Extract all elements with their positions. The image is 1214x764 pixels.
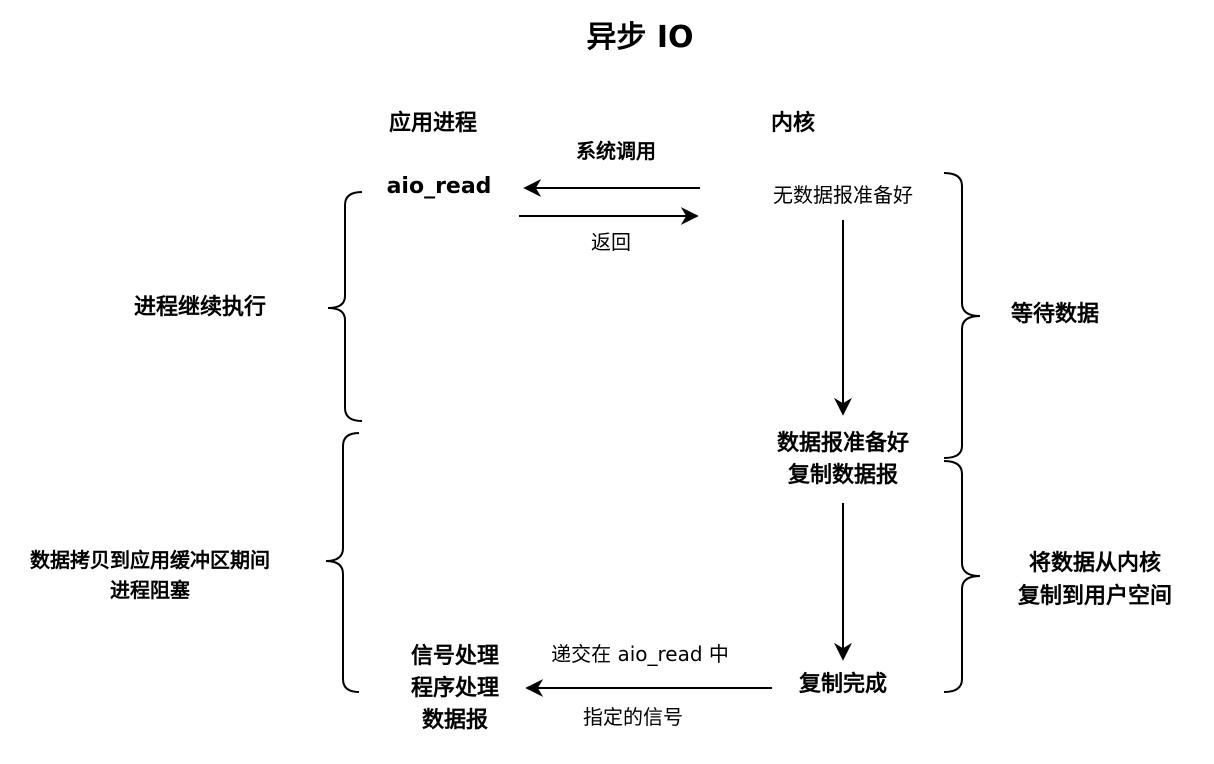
left-brace-continue — [327, 191, 363, 422]
blocked-line-1: 数据拷贝到应用缓冲区期间 — [30, 548, 270, 572]
process-continues-label: 进程继续执行 — [133, 295, 266, 320]
signal-handler-block: 信号处理 程序处理 数据报 — [385, 641, 525, 737]
no-datagram-ready: 无数据报准备好 — [773, 183, 913, 207]
left-brace-blocked — [325, 432, 360, 693]
wait-for-data-label: 等待数据 — [1010, 302, 1099, 327]
aio-read-call: aio_read — [386, 174, 492, 199]
ready-line-2: 复制数据报 — [787, 463, 898, 488]
copy-complete: 复制完成 — [798, 672, 887, 697]
kernel-header: 内核 — [770, 111, 815, 136]
copy-line-2: 复制到用户空间 — [1017, 584, 1172, 609]
handler-line-1: 信号处理 — [410, 644, 499, 669]
app-process-header: 应用进程 — [388, 111, 477, 136]
diagram-title: 异步 IO — [586, 20, 694, 55]
copy-to-user-block: 将数据从内核 复制到用户空间 — [995, 547, 1195, 613]
handler-line-2: 程序处理 — [410, 676, 499, 701]
handler-line-3: 数据报 — [421, 708, 488, 733]
datagram-ready-block: 数据报准备好 复制数据报 — [733, 428, 953, 492]
right-brace-wait — [943, 172, 981, 459]
signal-label: 指定的信号 — [583, 705, 683, 729]
system-call-label: 系统调用 — [576, 139, 656, 163]
process-blocked-block: 数据拷贝到应用缓冲区期间 进程阻塞 — [0, 545, 300, 605]
copy-line-1: 将数据从内核 — [1028, 551, 1161, 576]
return-label: 返回 — [591, 230, 631, 254]
blocked-line-2: 进程阻塞 — [110, 578, 190, 602]
ready-line-1: 数据报准备好 — [776, 431, 909, 456]
right-brace-copy — [943, 460, 981, 693]
deliver-label: 递交在 aio_read 中 — [551, 642, 729, 666]
